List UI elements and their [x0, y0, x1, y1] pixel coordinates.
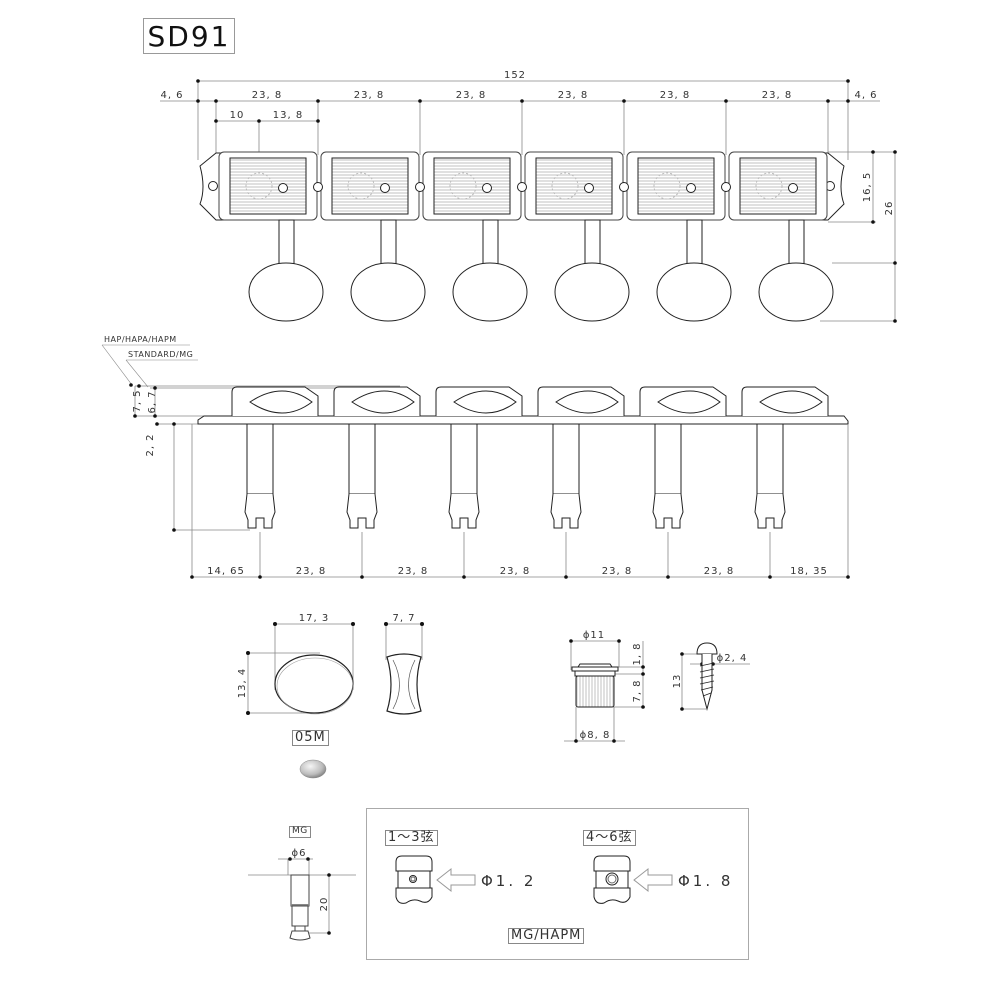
bushing-flange-height: 1, 8 [632, 642, 643, 665]
screw-detail [680, 642, 750, 711]
bottom-dim-3: 23, 8 [398, 566, 428, 577]
group1-hole-size: Φ1. 2 [481, 872, 537, 890]
plate-height-label: 16, 5 [862, 172, 873, 202]
bottom-dim-6: 23, 8 [704, 566, 734, 577]
panel-caption: MG/HAPM [508, 928, 585, 945]
variant-label-hap: HAP/HAPA/HAPM [104, 335, 177, 344]
tuner-housing-3 [422, 151, 522, 221]
string-post-4-6 [593, 855, 631, 904]
bottom-dim-5: 23, 8 [602, 566, 632, 577]
total-height-label: 26 [884, 201, 895, 216]
right-margin-label: 4, 6 [854, 90, 877, 101]
knob-thickness-label: 7, 7 [392, 613, 415, 624]
string-post-1-3 [395, 855, 433, 904]
tuner-knobs-top-view [248, 219, 834, 322]
bushing-bottom-diameter: ϕ8, 8 [580, 730, 611, 741]
screw-length-label: 13 [672, 674, 683, 689]
bushing-top-diameter: ϕ11 [583, 630, 605, 641]
pitch-label-6: 23, 8 [762, 90, 792, 101]
bottom-dim-7: 18, 35 [790, 566, 828, 577]
bottom-dim-1: 14, 65 [207, 566, 245, 577]
mg-label: MG [289, 826, 311, 838]
bottom-dim-2: 23, 8 [296, 566, 326, 577]
left-margin-label: 4, 6 [160, 90, 183, 101]
mg-post-detail [248, 857, 356, 941]
tuner-housings [218, 151, 828, 221]
group2-hole-size: Φ1. 8 [678, 872, 734, 890]
overall-width-label: 152 [504, 70, 526, 81]
knob-height-label: 13, 4 [237, 668, 248, 698]
arrow-icon-1 [436, 867, 476, 893]
bottom-dim-4: 23, 8 [500, 566, 530, 577]
height-standard-label: 6, 7 [147, 390, 158, 413]
bushing-detail [564, 639, 645, 743]
variant-label-standard: STANDARD/MG [128, 350, 193, 359]
post-length-label: 2, 2 [145, 433, 156, 456]
bushing-body-height: 7, 8 [632, 679, 643, 702]
pitch-label-4: 23, 8 [558, 90, 588, 101]
dimension-dots [196, 79, 850, 123]
tuner-housing-2 [320, 151, 420, 221]
tuner-housing-1 [218, 151, 318, 221]
knob-width-label: 17, 3 [299, 613, 329, 624]
knob-model-label: 05M [292, 730, 329, 747]
height-hap-label: 7, 5 [132, 389, 143, 412]
tuner-housing-6 [728, 151, 828, 221]
group1-label: 1～3弦 [385, 830, 438, 847]
screw-diameter-label: ϕ2, 4 [717, 653, 748, 664]
mg-diameter-label: ϕ6 [292, 848, 307, 859]
group2-label: 4～6弦 [583, 830, 636, 847]
post-offset-a-label: 10 [230, 110, 245, 121]
pitch-label-2: 23, 8 [354, 90, 384, 101]
tuner-housing-4 [524, 151, 624, 221]
pitch-label-3: 23, 8 [456, 90, 486, 101]
hole-size-panel [366, 808, 749, 960]
post-offset-b-label: 13, 8 [273, 110, 303, 121]
arrow-icon-2 [633, 867, 673, 893]
mg-length-label: 20 [319, 897, 330, 912]
tuner-housing-5 [626, 151, 726, 221]
pitch-label-5: 23, 8 [660, 90, 690, 101]
pitch-label-1: 23, 8 [252, 90, 282, 101]
side-view-tuners [231, 386, 829, 529]
side-view-plate [197, 415, 849, 425]
knob-photo-icon [299, 759, 327, 779]
model-title: SD91 [143, 18, 235, 54]
knob-detail [246, 622, 424, 779]
